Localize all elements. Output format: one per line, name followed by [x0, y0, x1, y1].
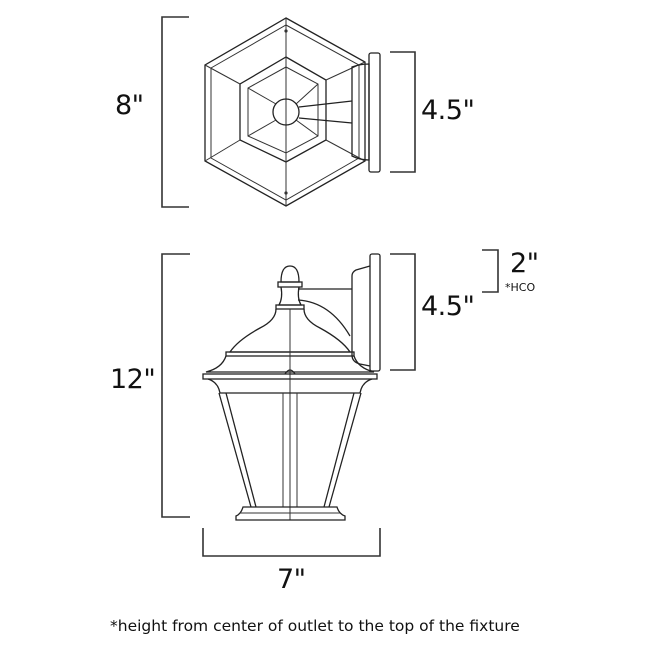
side-view	[161, 249, 499, 557]
backplate-bracket-side	[390, 253, 416, 371]
backplate-bracket-top	[390, 51, 416, 173]
hco-bracket	[482, 249, 499, 293]
footnote: *height from center of outlet to the top…	[110, 617, 520, 635]
top-view-backplate-label: 4.5"	[421, 95, 475, 126]
side-view-height-label: 12"	[110, 364, 156, 395]
hco-label: 2"	[510, 248, 539, 279]
width-label: 7"	[277, 564, 306, 595]
top-view-height-label: 8"	[115, 90, 144, 121]
height-bracket-top	[161, 16, 189, 208]
width-bracket	[202, 528, 381, 557]
side-view-backplate-label: 4.5"	[421, 291, 475, 322]
top-view	[161, 16, 416, 208]
hco-suffix: *HCO	[505, 281, 536, 294]
height-bracket-side	[161, 253, 190, 518]
